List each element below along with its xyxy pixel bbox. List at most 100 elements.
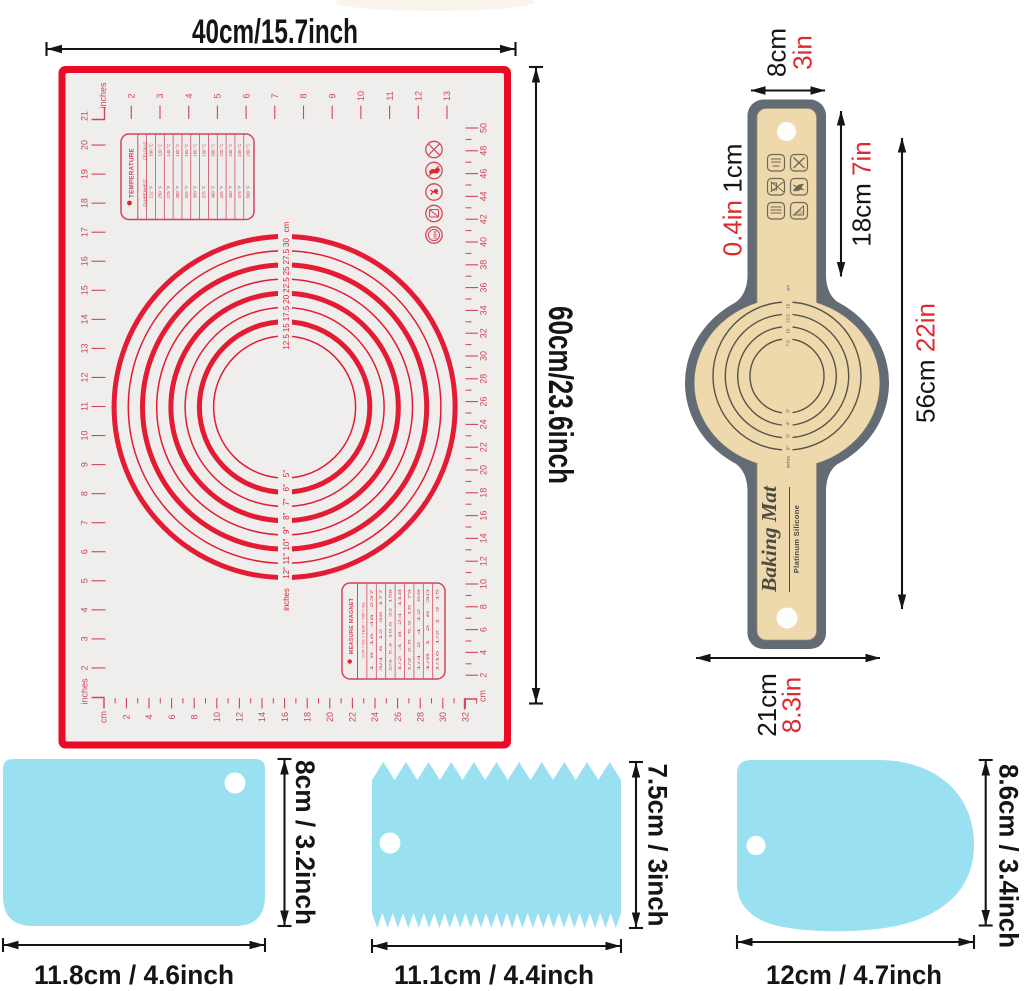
svg-text:26: 26 xyxy=(479,397,489,407)
svg-text:16: 16 xyxy=(479,511,489,521)
svg-text:16: 16 xyxy=(280,712,290,722)
svg-text:cm: cm xyxy=(282,221,291,232)
svg-text:42: 42 xyxy=(479,214,489,224)
svg-text:375 °F: 375 °F xyxy=(202,185,207,198)
svg-text:5: 5 xyxy=(213,93,223,98)
svg-text:8: 8 xyxy=(299,93,309,98)
svg-text:21cm: 21cm xyxy=(752,673,782,737)
svg-text:17: 17 xyxy=(80,227,90,237)
svg-text:3in: 3in xyxy=(788,35,818,70)
svg-text:34: 34 xyxy=(479,305,489,315)
svg-text:2/3 5.3 10.6 32 158: 2/3 5.3 10.6 32 158 xyxy=(388,587,393,671)
svg-text:22: 22 xyxy=(479,442,489,452)
svg-text:425 °F: 425 °F xyxy=(219,185,224,198)
svg-text:4: 4 xyxy=(80,607,90,612)
svg-text:14: 14 xyxy=(257,712,267,722)
svg-text:12cm / 4.7inch: 12cm / 4.7inch xyxy=(766,960,942,990)
svg-text:20: 20 xyxy=(325,712,335,722)
svg-text:10: 10 xyxy=(212,712,222,722)
svg-text:36: 36 xyxy=(479,283,489,293)
svg-text:10″: 10″ xyxy=(282,539,291,551)
svg-text:24: 24 xyxy=(370,712,380,722)
svg-text:30: 30 xyxy=(282,238,291,247)
svg-text:11: 11 xyxy=(385,91,395,100)
svg-text:20: 20 xyxy=(479,465,489,475)
svg-text:50: 50 xyxy=(479,123,489,133)
svg-text:140 °C: 140 °C xyxy=(166,143,171,156)
svg-text:46: 46 xyxy=(479,169,489,179)
svg-text:28: 28 xyxy=(479,374,489,384)
svg-text:22.5: 22.5 xyxy=(282,277,291,293)
svg-text:1/2 4 8 24 118: 1/2 4 8 24 118 xyxy=(397,587,402,671)
svg-text:60cm/23.6inch: 60cm/23.6inch xyxy=(541,306,579,484)
svg-text:FAHRENHEIT: FAHRENHEIT xyxy=(143,179,148,207)
svg-text:32: 32 xyxy=(479,328,489,338)
svg-text:500 °F: 500 °F xyxy=(246,185,251,198)
svg-text:7.5cm / 3inch: 7.5cm / 3inch xyxy=(643,764,673,927)
svg-text:CUP = OZ = TBSP = TSP = ML: CUP = OZ = TBSP = TSP = ML xyxy=(361,601,366,657)
svg-text:32: 32 xyxy=(461,712,471,722)
svg-text:6″: 6″ xyxy=(786,446,791,450)
svg-text:12: 12 xyxy=(414,91,424,101)
svg-text:2: 2 xyxy=(127,93,137,98)
svg-text:180 °C: 180 °C xyxy=(193,143,198,156)
svg-text:8: 8 xyxy=(80,491,90,496)
svg-text:4: 4 xyxy=(144,714,154,719)
svg-text:8.6cm / 3.4inch: 8.6cm / 3.4inch xyxy=(994,764,1024,948)
svg-text:8: 8 xyxy=(189,714,199,719)
svg-text:14: 14 xyxy=(479,533,489,543)
svg-text:30: 30 xyxy=(438,712,448,722)
svg-text:inches: inches xyxy=(786,456,791,468)
svg-text:12″: 12″ xyxy=(282,567,291,579)
svg-text:15: 15 xyxy=(80,285,90,295)
svg-text:325 °F: 325 °F xyxy=(184,185,189,198)
svg-text:12: 12 xyxy=(80,372,90,382)
svg-text:400 °F: 400 °F xyxy=(210,185,215,198)
svg-text:6: 6 xyxy=(241,93,251,98)
svg-text:6″: 6″ xyxy=(282,484,291,491)
svg-text:7.5: 7.5 xyxy=(786,340,791,347)
svg-text:190 °C: 190 °C xyxy=(202,143,207,156)
svg-text:1/8 1 2 6 30: 1/8 1 2 6 30 xyxy=(425,587,430,671)
svg-text:12: 12 xyxy=(479,556,489,566)
svg-text:10: 10 xyxy=(80,431,90,441)
svg-text:2: 2 xyxy=(122,714,132,719)
svg-text:22: 22 xyxy=(348,712,358,722)
svg-text:21: 21 xyxy=(80,111,90,121)
svg-text:14: 14 xyxy=(80,314,90,324)
svg-text:1 8 16 48 237: 1 8 16 48 237 xyxy=(369,587,374,671)
svg-text:165 °C: 165 °C xyxy=(184,143,189,156)
svg-text:13: 13 xyxy=(80,343,90,353)
svg-text:230 °C: 230 °C xyxy=(228,143,233,156)
svg-text:6: 6 xyxy=(167,714,177,719)
svg-text:1/16 1/2 1 3 15: 1/16 1/2 1 3 15 xyxy=(435,587,440,671)
svg-text:3/4 6 12 36 177: 3/4 6 12 36 177 xyxy=(378,587,383,671)
svg-text:5: 5 xyxy=(80,578,90,583)
svg-text:220 °C: 220 °C xyxy=(219,143,224,156)
svg-text:1/4 2 4 12 59: 1/4 2 4 12 59 xyxy=(416,587,421,671)
svg-text:38: 38 xyxy=(479,260,489,270)
svg-text:26: 26 xyxy=(393,712,403,722)
svg-text:Platinum Silicone: Platinum Silicone xyxy=(792,505,801,573)
svg-text:5″: 5″ xyxy=(282,470,291,477)
svg-text:4: 4 xyxy=(479,650,489,655)
svg-text:48: 48 xyxy=(479,146,489,156)
svg-text:200 °C: 200 °C xyxy=(210,143,215,156)
svg-text:18: 18 xyxy=(479,488,489,498)
svg-text:Baking Mat: Baking Mat xyxy=(757,485,781,593)
svg-text:cm: cm xyxy=(99,711,109,723)
svg-text:150 °C: 150 °C xyxy=(175,143,180,156)
svg-text:5″: 5″ xyxy=(786,433,791,437)
svg-text:40: 40 xyxy=(479,237,489,247)
svg-text:7″: 7″ xyxy=(282,498,291,505)
svg-text:8cm / 3.2inch: 8cm / 3.2inch xyxy=(290,760,320,925)
svg-text:9: 9 xyxy=(80,462,90,467)
svg-text:2: 2 xyxy=(80,665,90,670)
svg-text:27.5: 27.5 xyxy=(282,248,291,264)
svg-text:28: 28 xyxy=(415,712,425,722)
svg-text:3: 3 xyxy=(155,93,165,98)
svg-text:275 °F: 275 °F xyxy=(166,185,171,198)
svg-text:inches: inches xyxy=(80,678,90,705)
svg-text:12: 12 xyxy=(235,712,245,722)
svg-text:100%: 100% xyxy=(433,231,438,240)
